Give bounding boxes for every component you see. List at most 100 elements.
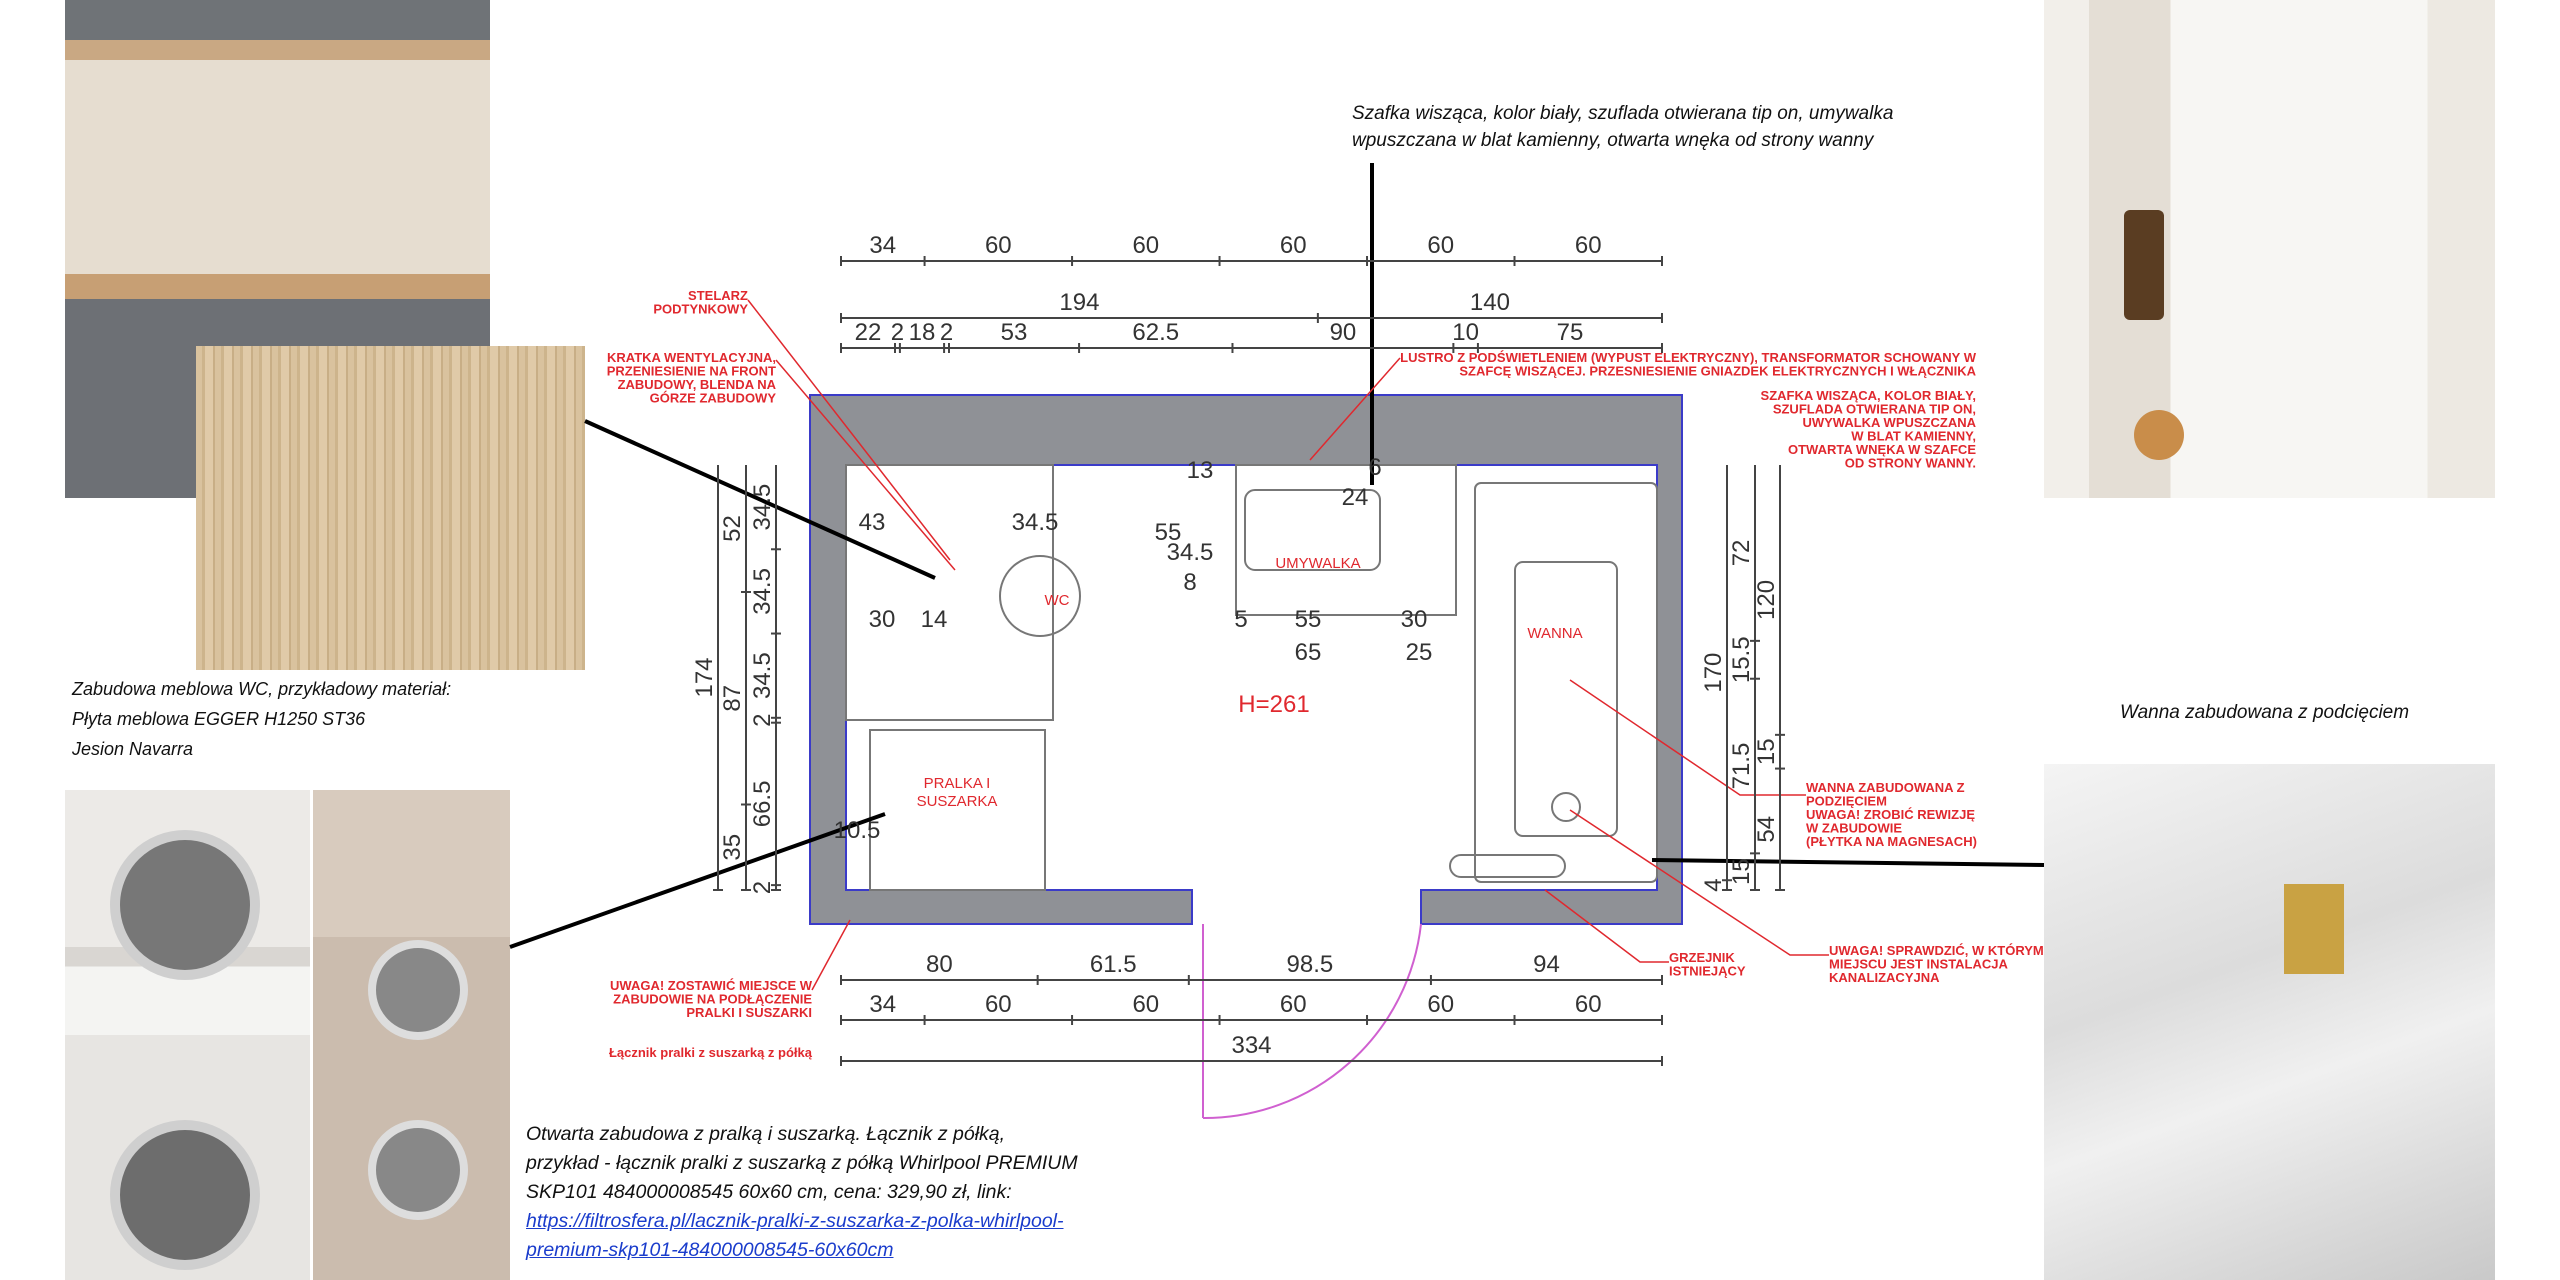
dim-label: 60	[1575, 232, 1602, 259]
inner-dim-label: 30	[1401, 606, 1428, 633]
inner-dim-label: 14	[921, 606, 948, 633]
dim-label: 80	[926, 951, 953, 978]
wood-swatch-egger-h1250	[196, 346, 585, 670]
dim-label: 334	[1231, 1032, 1271, 1059]
dim-label: 60	[1280, 991, 1307, 1018]
laundry-note: Otwarta zabudowa z pralką i suszarką. Łą…	[526, 1120, 1078, 1265]
room-label-wc: WC	[1045, 592, 1070, 609]
dim-label: 60	[1575, 991, 1602, 1018]
dim-label: 72	[1728, 540, 1755, 567]
dim-label: 54	[1753, 816, 1780, 843]
annotation-szafka: OTWARTA WNĘKA W SZAFCE	[1788, 442, 1976, 457]
washer-dryer-shelf-photo	[65, 790, 310, 1280]
dim-label: 60	[1427, 991, 1454, 1018]
link-line[interactable]: premium-skp101-484000008545-60x60cm	[526, 1239, 894, 1261]
annotation-pralka: UWAGA! ZOSTAWIĆ MIEJSCE W	[610, 978, 813, 993]
dim-label: 60	[1427, 232, 1454, 259]
inner-dim-label: 65	[1295, 639, 1322, 666]
sink-basin	[1244, 489, 1381, 571]
annotation-kanalizacja: KANALIZACYJNA	[1829, 970, 1940, 985]
walls	[809, 394, 1683, 925]
dim-label: 140	[1470, 289, 1510, 316]
inner-dim-label: 34.5	[1167, 539, 1214, 566]
link-line[interactable]: https://filtrosfera.pl/lacznik-pralki-z-…	[526, 1210, 1064, 1232]
dim-label: 75	[1557, 319, 1584, 346]
dim-label: 94	[1533, 951, 1560, 978]
dim-label: 194	[1059, 289, 1099, 316]
dim-label: 15	[1728, 858, 1755, 885]
note-line: Jesion Navarra	[72, 739, 194, 759]
dim-label: 2	[891, 319, 904, 346]
hanging-sink-cabinet-photo	[2044, 0, 2495, 498]
inner-dim-label: 34.5	[1012, 509, 1059, 536]
fixtures	[845, 464, 1658, 891]
dim-label: 34.5	[749, 652, 776, 699]
annotation-kratka: PRZENIESIENIE NA FRONT	[607, 364, 776, 379]
wc-cabinet	[845, 464, 1054, 721]
dim-label: 22	[855, 319, 882, 346]
dim-label: 10	[1452, 319, 1479, 346]
dim-label: 2	[749, 881, 776, 894]
note-line: SKP101 484000008545 60x60 cm, cena: 329,…	[526, 1181, 1012, 1203]
dim-label: 60	[985, 991, 1012, 1018]
note-line: przykład - łącznik pralki z suszarką z p…	[526, 1152, 1078, 1174]
dim-label: 15.5	[1728, 636, 1755, 683]
annotation-pralka: PRALKI I SUSZARKI	[686, 1005, 812, 1020]
dim-label: 52	[719, 515, 746, 542]
wc-material-note: Zabudowa meblowa WC, przykładowy materia…	[72, 674, 451, 764]
dim-label: 66.5	[749, 781, 776, 828]
annotation-szafka: UWYWALKA WPUSZCZANA	[1802, 415, 1976, 430]
dim-label: 2	[940, 319, 953, 346]
note-line: Szafka wisząca, kolor biały, szuflada ot…	[1352, 103, 1894, 124]
annotation-wanna: (PŁYTKA NA MAGNESACH)	[1806, 834, 1977, 849]
product-link[interactable]: https://filtrosfera.pl/lacznik-pralki-z-…	[526, 1207, 1078, 1265]
inner-dim-label: 6	[1368, 454, 1381, 481]
bathtub-marble-photo	[2044, 764, 2495, 1280]
sink-cabinet-note: Szafka wisząca, kolor biały, szuflada ot…	[1352, 100, 1893, 154]
dim-label: 60	[1280, 232, 1307, 259]
dim-label: 60	[1132, 232, 1159, 259]
note-line: Zabudowa meblowa WC, przykładowy materia…	[72, 679, 452, 699]
leader-arrows	[509, 163, 2045, 949]
dim-label: 174	[691, 657, 718, 697]
bathtub-note: Wanna zabudowana z podcięciem	[2120, 702, 2410, 723]
dim-label: 34.5	[749, 484, 776, 531]
annotation-szafka: SZAFKA WISZĄCA, KOLOR BIAŁY,	[1761, 388, 1976, 403]
dim-label: 15	[1753, 738, 1780, 765]
dim-label: 60	[985, 232, 1012, 259]
inner-dim-label: 24	[1342, 484, 1369, 511]
inner-dim-label: 25	[1406, 639, 1433, 666]
inner-dim-label: 8	[1183, 569, 1196, 596]
dim-label: 34	[869, 232, 896, 259]
dim-label: 53	[1001, 319, 1028, 346]
room-label-laundry: PRALKA I	[924, 775, 991, 792]
inner-dim-label: 13	[1187, 457, 1214, 484]
dim-label: 87	[719, 685, 746, 712]
bathtub-inner	[1514, 561, 1618, 837]
dim-label: 62.5	[1132, 319, 1179, 346]
annotation-wanna: W ZABUDOWIE	[1806, 821, 1902, 836]
annotation-kratka: GÓRZE ZABUDOWY	[650, 391, 777, 406]
red-leaders	[747, 299, 1829, 991]
inner-dim-label: 43	[859, 509, 886, 536]
annotation-kratka: KRATKA WENTYLACYJNA,	[607, 350, 776, 365]
annotation-wanna: PODZIĘCIEM	[1806, 794, 1887, 809]
dim-label: 90	[1330, 319, 1357, 346]
note-line: Płyta meblowa EGGER H1250 ST36	[72, 709, 366, 729]
dim-label: 61.5	[1090, 951, 1137, 978]
inner-dim-label: 30	[869, 606, 896, 633]
note-line: Otwarta zabudowa z pralką i suszarką. Łą…	[526, 1123, 1006, 1145]
bathtub-drain	[1551, 792, 1581, 822]
inner-dim-label: 55	[1155, 519, 1182, 546]
annotation-kratka: ZABUDOWY, BLENDA NA	[618, 377, 777, 392]
annotation-grzejnik: ISTNIEJĄCY	[1669, 964, 1746, 979]
inner-dim-label: 10.5	[834, 817, 881, 844]
inner-dim-label: 55	[1295, 606, 1322, 633]
dim-label: 120	[1753, 580, 1780, 620]
dim-label: 18	[909, 319, 936, 346]
annotation-grzejnik: GRZEJNIK	[1669, 950, 1735, 965]
dim-label: 170	[1700, 653, 1727, 693]
annotation-stelarz: STELARZ	[688, 288, 748, 303]
dim-label: 71.5	[1728, 743, 1755, 790]
